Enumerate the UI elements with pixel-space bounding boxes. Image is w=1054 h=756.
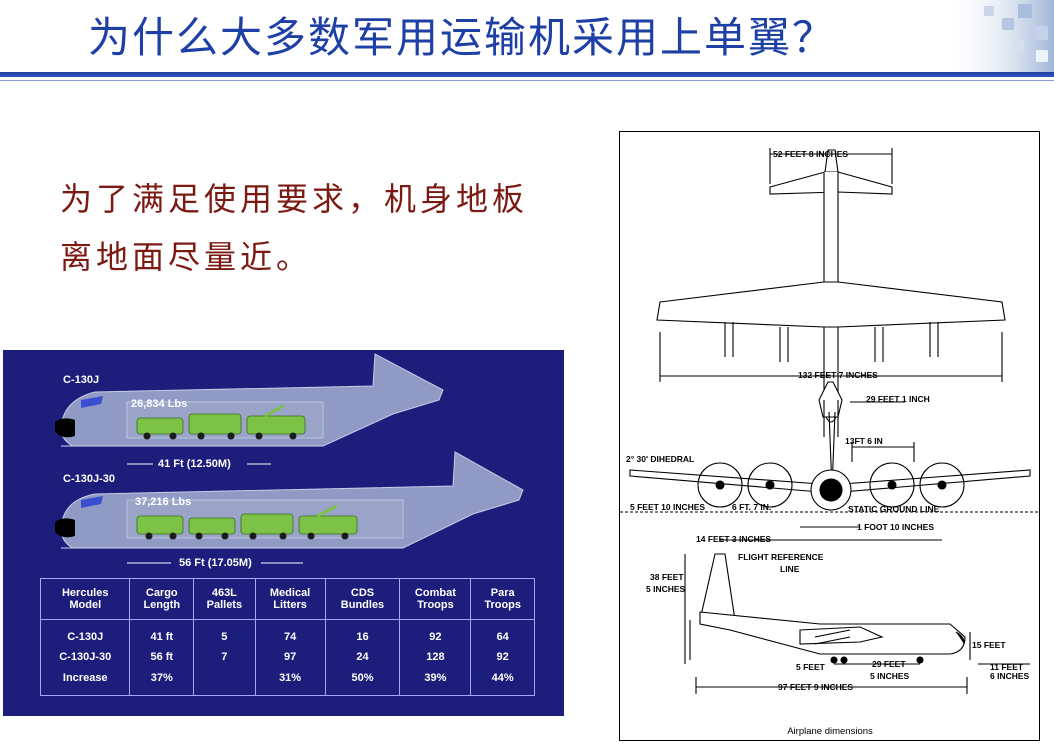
body-text: 为了满足使用要求，机身地板离地面尽量近。 [60, 180, 529, 276]
header-line: Medical [269, 587, 311, 599]
drawing-caption: Airplane dimensions [787, 726, 873, 737]
table-cell: 7 [193, 647, 256, 668]
table-cell: C-130J-30 [39, 647, 131, 668]
header-line: Length [143, 599, 181, 611]
header-line: Model [69, 599, 102, 611]
header-line: Pallets [206, 599, 243, 611]
table-cell: 44% [470, 667, 535, 696]
header-line: CDS [350, 587, 375, 599]
dim-gear-height: 1 FOOT 10 INCHES [857, 522, 934, 532]
table-cell: 74 [254, 619, 326, 648]
header-line: Troops [417, 599, 454, 611]
table-cell: 56 ft [129, 647, 195, 668]
dim-horizontal-span: 52 FEET 8 INCHES [773, 149, 848, 159]
dim-flight-ref: FLIGHT REFERENCE [738, 552, 824, 562]
dim-height-feet: 38 FEET [650, 572, 684, 582]
table-cell: 128 [399, 647, 472, 668]
dim-engine-in: 6 FT. 7 IN. [732, 502, 771, 512]
c130-fuselage-illustration [55, 353, 524, 564]
header-line: Combat [414, 587, 456, 599]
plane2-length: 56 Ft (17.05M) [179, 557, 252, 569]
dim-ground-line: STATIC GROUND LINE [848, 504, 940, 514]
table-cell: 92 [399, 619, 472, 648]
header-line: Para [490, 587, 515, 599]
title-divider-thin [0, 80, 1054, 81]
c130j-30-fuselage [55, 451, 524, 564]
table-cell: 37% [129, 667, 195, 696]
table-cell: C-130J [39, 619, 131, 648]
dim-nose-feet: 11 FEET [990, 662, 1024, 672]
table-row: Increase 37% 31% 50% 39% 44% [39, 667, 535, 696]
table-cell: Increase [39, 667, 131, 696]
dim-track: 14 FEET 3 INCHES [696, 534, 771, 544]
slide-title: 为什么大多数军用运输机采用上单翼？ [88, 13, 837, 62]
table-cell [193, 667, 256, 696]
header-line: Hercules [61, 587, 109, 599]
table-cell: 92 [470, 647, 535, 668]
table-cell: 50% [324, 667, 401, 696]
dim-nose-inches: 6 INCHES [990, 671, 1030, 681]
table-cell: 24 [324, 647, 401, 668]
dim-wheelbase-feet: 29 FEET [872, 659, 906, 669]
table-row: C-130J-30 56 ft 7 97 24 128 92 [39, 647, 535, 668]
dim-height-inches: 5 INCHES [646, 584, 686, 594]
dim-engine-out: 5 FEET 10 INCHES [630, 502, 705, 512]
dim-gear-front: 5 FEET [796, 662, 826, 672]
dim-wheelbase-inches: 5 INCHES [870, 671, 910, 681]
plane2-label: C-130J-30 [63, 473, 115, 485]
dim-wingspan: 132 FEET 7 INCHES [798, 370, 878, 380]
header-line: 463L [211, 587, 237, 599]
plane2-weight: 37,216 Lbs [135, 496, 192, 508]
table-cell: 5 [193, 619, 256, 648]
header-line: Litters [273, 599, 307, 611]
header-line: Troops [484, 599, 521, 611]
dim-fin-width: 29 FEET 1 INCH [866, 394, 930, 404]
title-divider [0, 72, 1054, 77]
table-cell: 41 ft [129, 619, 195, 648]
plane1-label: C-130J [63, 374, 100, 386]
corner-decoration [944, 0, 1054, 72]
table-cell: 97 [254, 647, 326, 668]
dim-length: 97 FEET 9 INCHES [778, 682, 853, 692]
c130j-fuselage [55, 353, 444, 465]
header-line: Cargo [145, 587, 178, 599]
three-view-drawing: 52 FEET 8 INCHES 132 FEET 7 INCHES 29 FE… [620, 148, 1039, 737]
airplane-dimensions-drawing: 52 FEET 8 INCHES 132 FEET 7 INCHES 29 FE… [619, 131, 1040, 741]
dim-dihedral: 2° 30' DIHEDRAL [626, 454, 694, 464]
dim-flight-ref-line: LINE [780, 564, 800, 574]
table-cell: 31% [254, 667, 326, 696]
table-cell: 64 [470, 619, 535, 648]
plane1-length: 41 Ft (12.50M) [158, 458, 231, 470]
table-cell: 16 [324, 619, 401, 648]
table-cell: 39% [399, 667, 472, 696]
plane1-weight: 26,834 Lbs [131, 398, 188, 410]
dim-prop: 13FT 6 IN [845, 436, 883, 446]
slide-title-bar: 为什么大多数军用运输机采用上单翼？ [0, 0, 1054, 70]
table-row: C-130J 41 ft 5 74 16 92 64 [39, 619, 535, 648]
c130-comparison-panel: C-130J 26,834 Lbs 41 Ft (12.50M) C-130J-… [3, 350, 564, 716]
dim-nose-height: 15 FEET [972, 640, 1006, 650]
header-line: Bundles [340, 599, 385, 611]
